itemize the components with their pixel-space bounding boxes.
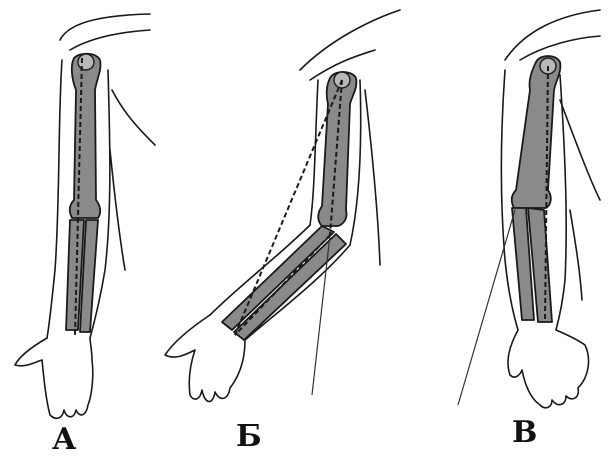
panel-c-humerus bbox=[512, 56, 561, 208]
panel-a-arm bbox=[15, 14, 155, 418]
panel-b-humerus bbox=[318, 72, 356, 226]
panel-a-humerus bbox=[70, 54, 101, 218]
panel-c-arm bbox=[458, 10, 600, 408]
panel-b-label: Б bbox=[236, 422, 262, 452]
panel-b-ulna bbox=[234, 234, 346, 340]
panel-c-guide-line bbox=[458, 210, 515, 405]
panel-a-label: А bbox=[52, 425, 76, 455]
panel-a-humeral-head bbox=[78, 54, 94, 70]
panel-b-arm bbox=[165, 10, 400, 402]
panel-c-label: В bbox=[512, 418, 537, 448]
